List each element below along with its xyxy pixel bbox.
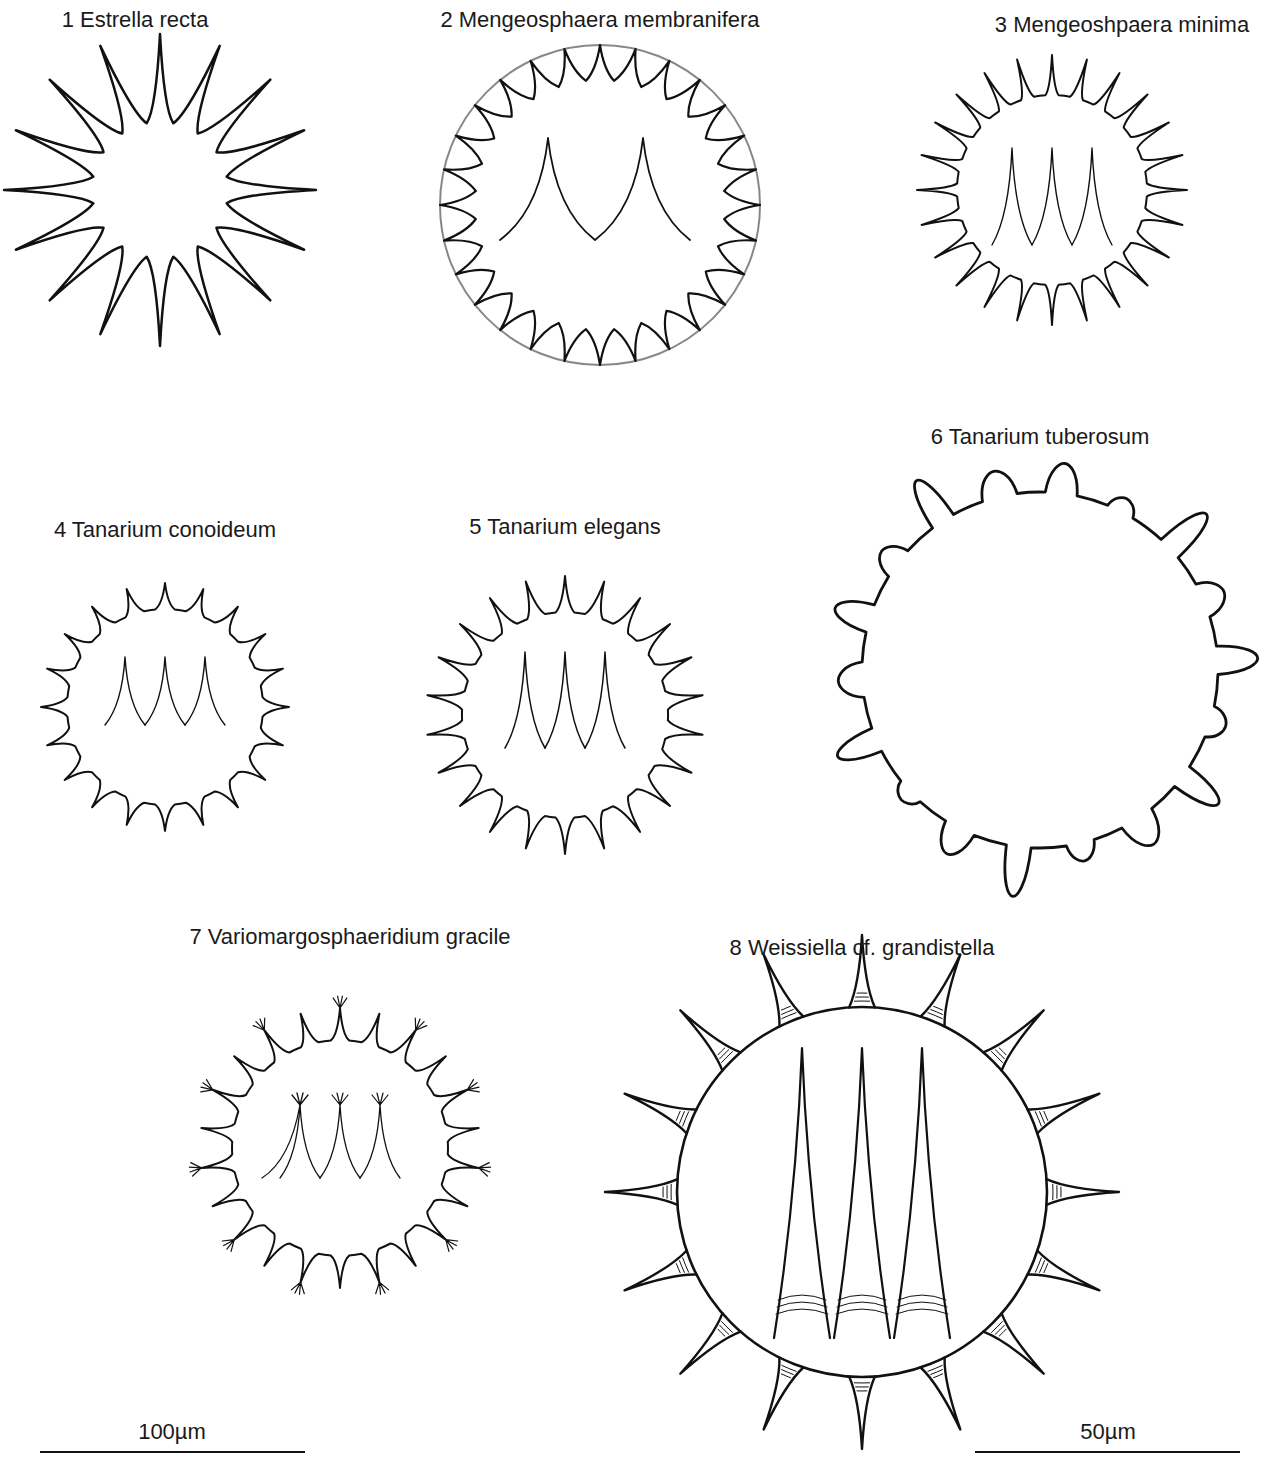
weissiella-process	[983, 1313, 1043, 1373]
process-striation	[1035, 1258, 1047, 1273]
process-striation	[718, 1322, 733, 1337]
taxon-label: 8 Weissiella cf. grandistella	[730, 935, 995, 961]
membrane-outline	[440, 45, 760, 365]
weissiella-process	[680, 1010, 740, 1070]
branched-tip	[332, 1093, 348, 1105]
branched-tip	[201, 1080, 213, 1092]
process-profile	[185, 657, 225, 725]
gracile-outline	[201, 1008, 478, 1288]
weissiella-process	[1028, 1251, 1100, 1291]
weissiella-process	[625, 1094, 697, 1134]
branched-tip	[222, 1240, 234, 1252]
taxon-label: 1 Estrella recta	[62, 7, 209, 33]
minima-outline	[917, 55, 1187, 325]
process-profile	[992, 148, 1032, 245]
weissiella-process	[1028, 1094, 1100, 1134]
scale-bar	[40, 1451, 305, 1453]
weissiella-process	[849, 1377, 875, 1450]
weissiella-process	[983, 1010, 1043, 1070]
weissiella-body	[677, 1007, 1047, 1377]
taxon-label: 2 Mengeosphaera membranifera	[440, 7, 759, 33]
process-striation	[663, 1184, 671, 1199]
weissiella-process	[605, 1179, 678, 1205]
weissiella-process	[625, 1251, 697, 1291]
process-profile	[145, 657, 185, 725]
process-striation	[676, 1111, 688, 1126]
branched-tip	[253, 1018, 264, 1030]
process-striation	[1053, 1184, 1061, 1199]
process-striation	[1035, 1111, 1047, 1126]
process-striation	[718, 1048, 733, 1063]
branched-tip	[467, 1080, 479, 1092]
weissiella-process	[921, 955, 961, 1027]
process-profile	[545, 652, 585, 748]
taxon-label: 6 Tanarium tuberosum	[931, 424, 1150, 450]
process-profile	[505, 652, 545, 748]
process-profile	[105, 657, 145, 725]
process-profile	[834, 1048, 890, 1338]
weissiella-process	[921, 1358, 961, 1430]
process-profile	[1032, 148, 1072, 245]
weissiella-process	[764, 955, 804, 1027]
process-profile	[262, 1093, 308, 1178]
taxon-label: 5 Tanarium elegans	[469, 514, 661, 540]
branched-tip	[291, 1282, 304, 1294]
process-striation	[928, 1365, 943, 1377]
branched-tip	[189, 1163, 201, 1176]
branched-tip	[415, 1018, 426, 1030]
process-profile	[360, 1105, 400, 1178]
process-striation	[928, 1006, 943, 1018]
branched-tip	[376, 1282, 389, 1294]
taxon-label: 4 Tanarium conoideum	[54, 517, 276, 543]
weissiella-process	[1047, 1179, 1120, 1205]
scale-bar	[975, 1451, 1240, 1453]
process-striation	[781, 1006, 796, 1018]
process-profile	[585, 652, 625, 748]
branched-tip	[333, 996, 347, 1008]
process-striation	[776, 1295, 828, 1314]
process-striation	[854, 1383, 869, 1391]
process-striation	[896, 1295, 948, 1314]
process-striation	[676, 1258, 688, 1273]
weissiella-process	[764, 1358, 804, 1430]
mengeosphaera-body	[440, 45, 760, 365]
scale-label: 50µm	[1080, 1419, 1135, 1445]
process-profile	[500, 138, 690, 240]
process-striation	[854, 993, 869, 1001]
taxon-label: 3 Mengeoshpaera minima	[995, 12, 1249, 38]
estrella-outline	[4, 34, 316, 346]
process-profile	[774, 1048, 830, 1338]
tuberosum-outline	[835, 463, 1258, 896]
process-profile	[280, 1105, 320, 1178]
branched-tip	[446, 1240, 458, 1252]
branched-tip	[372, 1093, 388, 1105]
process-striation	[992, 1048, 1007, 1063]
process-striation	[781, 1365, 796, 1377]
scale-label: 100µm	[138, 1419, 206, 1445]
process-striation	[836, 1295, 888, 1314]
conoideum-outline	[41, 583, 289, 831]
process-profile	[1072, 148, 1112, 245]
branched-tip	[479, 1163, 491, 1176]
taxon-label: 7 Variomargosphaeridium gracile	[189, 924, 510, 950]
process-profile	[894, 1048, 950, 1338]
elegans-outline	[427, 576, 702, 854]
process-profile	[320, 1105, 360, 1178]
weissiella-process	[680, 1313, 740, 1373]
process-striation	[992, 1322, 1007, 1337]
